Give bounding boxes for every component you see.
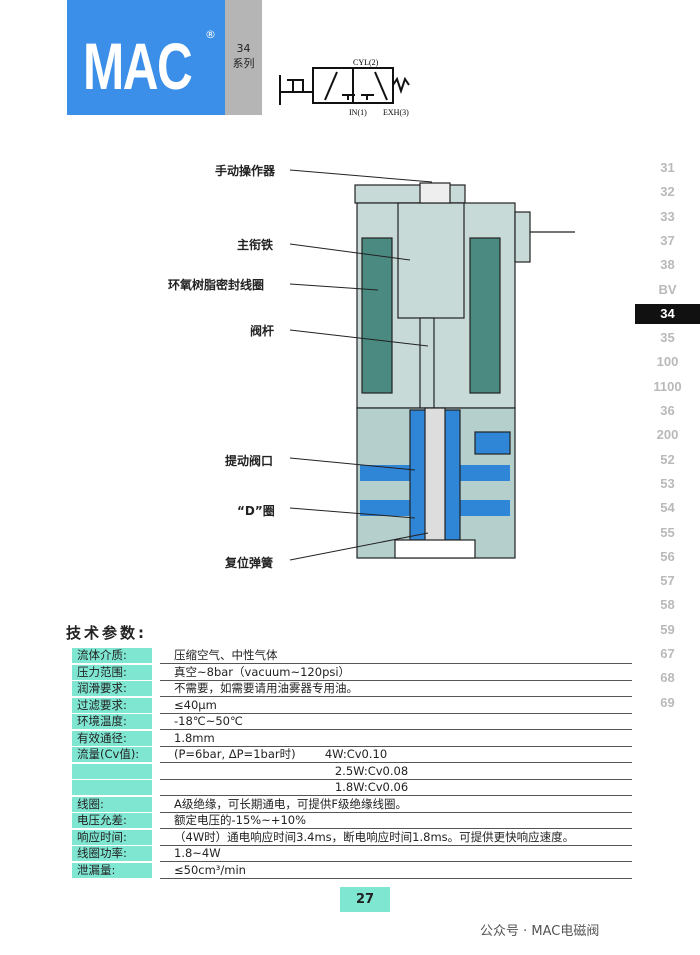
series-index-68[interactable]: 68 <box>660 670 675 686</box>
spec-key: 环境温度: <box>72 714 152 729</box>
spec-key: 线圈: <box>72 796 152 812</box>
series-index-1100[interactable]: 1100 <box>653 378 682 394</box>
spec-row: 线圈功率: 1.8~4W <box>72 846 632 862</box>
series-index-52[interactable]: 52 <box>660 451 675 467</box>
spec-key: 润滑要求: <box>72 681 152 696</box>
spec-row: 环境温度: -18℃~50℃ <box>72 714 632 730</box>
label-d-ring: “D”圈 <box>237 504 275 518</box>
spec-key: 电压允差: <box>72 813 152 828</box>
spec-row: 线圈: A级绝缘，可长期通电，可提供F级绝缘线圈。 <box>72 796 632 813</box>
spec-value: 1.8W:Cv0.06 <box>160 780 632 796</box>
registered-mark: ® <box>205 28 216 41</box>
spec-key: 流量(Cv值): <box>72 747 152 762</box>
spec-key: 有效通径: <box>72 730 152 746</box>
series-index-38[interactable]: 38 <box>660 257 675 273</box>
series-index-31[interactable]: 31 <box>660 160 675 175</box>
spec-key <box>72 780 152 795</box>
spec-row: 泄漏量: ≤50cm³/min <box>72 862 632 879</box>
spec-key: 过滤要求: <box>72 697 152 713</box>
spec-key: 线圈功率: <box>72 846 152 861</box>
series-index-35[interactable]: 35 <box>660 330 675 346</box>
specs-title: 技术参数: <box>66 624 147 642</box>
spec-row: 2.5W:Cv0.08 <box>72 763 632 780</box>
spec-row: 响应时间: （4W时）通电响应时间3.4ms，断电响应时间1.8ms。可提供更快响… <box>72 829 632 846</box>
series-index-54[interactable]: 54 <box>660 500 675 516</box>
spec-value: ≤50cm³/min <box>160 863 632 879</box>
series-index-59[interactable]: 59 <box>660 621 675 637</box>
series-index-69[interactable]: 69 <box>660 694 675 710</box>
label-poppet-seat: 提动阀口 <box>225 454 274 468</box>
series-tab: 34 系列 <box>225 0 262 115</box>
series-index-57[interactable]: 57 <box>660 573 675 589</box>
series-index-53[interactable]: 53 <box>660 475 675 491</box>
valve-cross-section-diagram <box>289 169 575 561</box>
spec-value: A级绝缘，可长期通电，可提供F级绝缘线圈。 <box>160 797 632 813</box>
valve-symbol-icon: CYL(2) IN(1) EXH(3) <box>279 58 410 117</box>
series-index-55[interactable]: 55 <box>660 524 675 540</box>
series-index-58[interactable]: 58 <box>660 597 675 613</box>
series-index-34[interactable]: 34 <box>635 303 700 324</box>
page-number: 27 <box>340 887 390 912</box>
mac-logo: MAC ® <box>67 0 225 115</box>
spec-key: 泄漏量: <box>72 862 152 878</box>
series-index-BV[interactable]: BV <box>658 281 677 297</box>
port-cyl-label: CYL(2) <box>353 58 379 67</box>
spec-row: 1.8W:Cv0.06 <box>72 780 632 796</box>
spec-key: 流体介质: <box>72 648 152 663</box>
spec-row: 压力范围: 真空~8bar（vacuum~120psi） <box>72 664 632 681</box>
spec-value: (P=6bar, ΔP=1bar时) 4W:Cv0.10 <box>160 747 632 763</box>
label-coil: 环氧树脂密封线圈 <box>168 278 265 292</box>
spec-value: （4W时）通电响应时间3.4ms，断电响应时间1.8ms。可提供更快响应速度。 <box>160 830 632 846</box>
spec-value: 真空~8bar（vacuum~120psi） <box>160 665 632 681</box>
spec-value: 1.8mm <box>160 731 632 747</box>
label-return-spring: 复位弹簧 <box>225 556 274 570</box>
spec-row: 过滤要求: ≤40μm <box>72 697 632 714</box>
series-index-56[interactable]: 56 <box>660 548 675 564</box>
spec-row: 流量(Cv值): (P=6bar, ΔP=1bar时) 4W:Cv0.10 <box>72 747 632 763</box>
series-index-36[interactable]: 36 <box>660 403 675 418</box>
port-in-label: IN(1) <box>349 108 367 117</box>
spec-row: 润滑要求: 不需要，如需要请用油雾器专用油。 <box>72 681 632 697</box>
label-armature: 主衔铁 <box>237 238 274 252</box>
series-number: 34 <box>236 42 251 55</box>
spec-key <box>72 763 152 779</box>
series-index-67[interactable]: 67 <box>660 646 675 661</box>
spec-value: 压缩空气、中性气体 <box>160 648 632 664</box>
spec-value: 不需要，如需要请用油雾器专用油。 <box>160 681 632 697</box>
spec-row: 电压允差: 额定电压的-15%~+10% <box>72 813 632 829</box>
series-index-33[interactable]: 33 <box>660 208 675 224</box>
series-index-32[interactable]: 32 <box>660 184 675 200</box>
series-index-100[interactable]: 100 <box>656 354 679 370</box>
label-stem: 阀杆 <box>250 324 275 338</box>
series-index-200[interactable]: 200 <box>656 427 679 443</box>
series-index-37[interactable]: 37 <box>660 232 675 248</box>
port-exh-label: EXH(3) <box>383 108 409 117</box>
spec-row: 有效通径: 1.8mm <box>72 730 632 747</box>
brand: MAC <box>83 29 193 103</box>
spec-value: 2.5W:Cv0.08 <box>160 764 632 780</box>
spec-key: 响应时间: <box>72 829 152 845</box>
spec-value: 额定电压的-15%~+10% <box>160 813 632 829</box>
spec-value: 1.8~4W <box>160 846 632 862</box>
spec-row: 流体介质: 压缩空气、中性气体 <box>72 648 632 664</box>
spec-key: 压力范围: <box>72 664 152 680</box>
spec-value: ≤40μm <box>160 698 632 714</box>
series-label: 系列 <box>232 57 255 70</box>
watermark: 公众号 · MAC电磁阀 <box>480 924 600 939</box>
spec-value: -18℃~50℃ <box>160 714 632 730</box>
label-manual-operator: 手动操作器 <box>215 164 276 178</box>
